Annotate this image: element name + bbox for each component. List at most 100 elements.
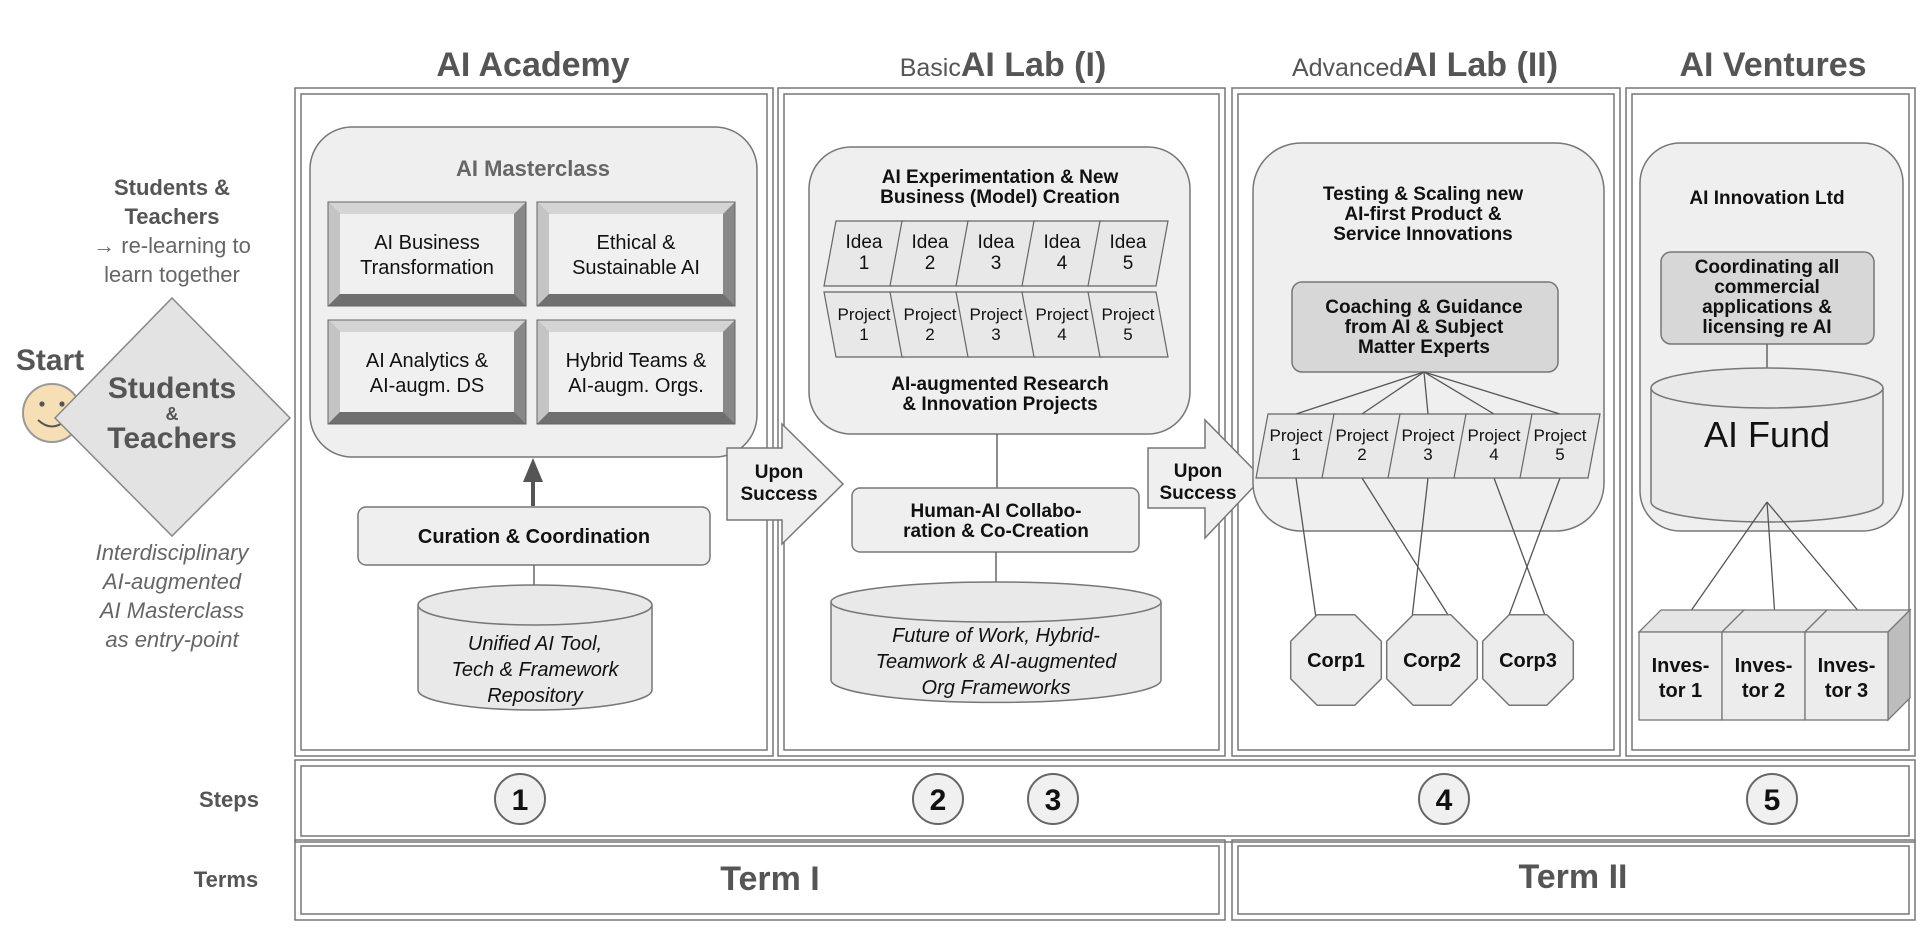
investor-connector	[1766, 501, 1776, 611]
module-ai-business-transformation	[327, 201, 527, 307]
term-1-label: Term I	[720, 860, 820, 898]
coaching-connector	[1295, 371, 1425, 415]
step-circle	[1418, 773, 1470, 825]
diamond-students-label: Students	[108, 372, 236, 405]
corp-connector	[1411, 477, 1429, 619]
corp-connector	[1361, 477, 1451, 619]
column-frames	[294, 87, 1916, 921]
module-label-4: Hybrid Teams &AI-augm. Orgs.	[566, 350, 707, 397]
corp-connector	[1507, 477, 1561, 619]
steps-row: 1 2 3 4 5	[494, 773, 1798, 825]
frameworks-cylinder	[830, 581, 1162, 704]
ventures-connector-lines	[1690, 501, 1858, 611]
module-label-2: Ethical &Sustainable AI	[572, 232, 700, 279]
column-prefix-lab1: Basic	[900, 54, 961, 82]
corp-label: Corp3	[1499, 650, 1557, 672]
investor-connector	[1766, 501, 1858, 611]
column-title-academy: AI Academy	[436, 46, 629, 84]
students-teachers-diamond	[53, 296, 292, 538]
investor-cube	[1804, 631, 1889, 721]
arrow-up-icon	[523, 458, 543, 506]
corp-label: Corp2	[1403, 650, 1461, 672]
fund-cylinder	[1650, 367, 1884, 523]
frameworks-label: Future of Work, Hybrid-Teamwork & AI-aug…	[876, 625, 1118, 699]
masterclass-title: AI Masterclass	[456, 156, 610, 181]
steps-label: Steps	[199, 787, 259, 812]
coaching-connector	[1423, 371, 1495, 415]
module-ai-analytics	[327, 319, 527, 425]
research-label: AI-augmented Research& Innovation Projec…	[891, 374, 1109, 415]
column-name-lab2: AI Lab (II)	[1403, 46, 1558, 84]
investor-cube	[1638, 631, 1723, 721]
idea-card	[1087, 220, 1169, 287]
step-number: 3	[1045, 784, 1062, 817]
coaching-connector	[1423, 371, 1429, 415]
coaching-connector	[1423, 371, 1561, 415]
students-heading: Students &Teachers	[114, 175, 230, 229]
investor-connector	[1690, 501, 1768, 611]
module-label-3: AI Analytics &AI-augm. DS	[366, 350, 489, 397]
module-ethical-sustainable-ai	[536, 201, 736, 307]
module-hybrid-teams	[536, 319, 736, 425]
column-title-ventures: AI Ventures	[1679, 46, 1866, 84]
corp-row: Corp1 Corp2 Corp3	[1289, 613, 1575, 707]
investor-cube	[1721, 631, 1806, 721]
investor-label: Inves-tor 2	[1735, 655, 1793, 702]
investor-row: Inves-tor 1 Inves-tor 2 Inves-tor 3	[1637, 608, 1912, 722]
repository-cylinder	[417, 584, 653, 711]
column-title-lab1: BasicAI Lab (I)	[900, 46, 1107, 84]
project-card	[1519, 413, 1601, 479]
step-number: 1	[512, 784, 529, 817]
fund-label: AI Fund	[1704, 414, 1830, 455]
collab-label: Human-AI Collabo-ration & Co-Creation	[903, 501, 1089, 542]
upon-success-arrow-2	[1147, 418, 1264, 540]
upon-success-arrow-1	[726, 422, 845, 546]
term-2-label: Term II	[1519, 858, 1628, 896]
corp-octagon	[1481, 613, 1575, 707]
corp-octagon	[1385, 613, 1479, 707]
corp-label: Corp1	[1307, 650, 1365, 672]
step-number: 2	[930, 784, 947, 817]
step-circle	[1027, 773, 1079, 825]
step-number: 5	[1764, 784, 1781, 817]
investor-label: Inves-tor 3	[1818, 655, 1876, 702]
terms-label: Terms	[194, 867, 258, 892]
step-circle	[1746, 773, 1798, 825]
diamond-amp-label: &	[166, 404, 179, 424]
step-circle	[912, 773, 964, 825]
diamond-teachers-label: Teachers	[107, 422, 237, 455]
investor-label: Inves-tor 1	[1652, 655, 1710, 702]
start-label: Start	[16, 344, 84, 377]
corp-octagon	[1289, 613, 1383, 707]
step-number: 4	[1436, 784, 1453, 817]
column-prefix-lab2: Advanced	[1292, 54, 1403, 82]
project-card	[1087, 291, 1169, 358]
company-label: AI Innovation Ltd	[1689, 188, 1844, 209]
corp-connector	[1295, 477, 1317, 619]
corp-connector	[1493, 477, 1547, 619]
